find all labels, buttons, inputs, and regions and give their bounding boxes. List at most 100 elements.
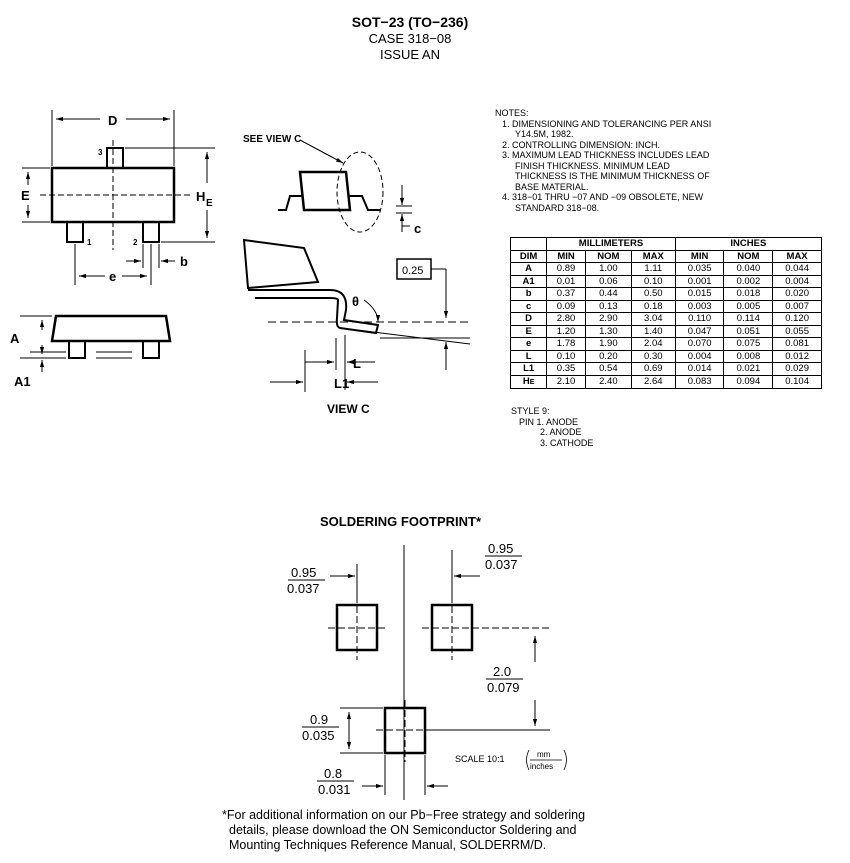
value-cell: 0.007 (772, 299, 822, 313)
side-view: A A1 (10, 314, 172, 389)
value-cell: 0.44 (584, 287, 632, 301)
value-cell: 1.00 (584, 262, 632, 276)
value-cell: 0.110 (674, 312, 725, 326)
value-cell: 0.004 (772, 274, 822, 288)
value-cell: 0.20 (584, 349, 632, 363)
dim-cell: b (509, 287, 548, 301)
style-heading: STYLE 9: (511, 406, 550, 416)
value-cell: 0.18 (630, 299, 676, 313)
value-cell: 0.30 (630, 349, 676, 363)
value-cell: 0.002 (723, 274, 774, 288)
dim-cell: c (509, 299, 548, 313)
value-cell: 1.30 (584, 324, 632, 338)
note-line: BASE MATERIAL. (515, 181, 589, 192)
fp-dim4-in: 0.035 (302, 728, 335, 743)
value-cell: 1.78 (546, 337, 586, 351)
unit-mm: mm (537, 750, 551, 759)
value-cell: 0.094 (723, 374, 774, 389)
view-c-label: VIEW C (327, 402, 370, 416)
value-cell: 0.018 (723, 287, 774, 301)
value-cell: 0.001 (674, 274, 725, 288)
footprint-title: SOLDERING FOOTPRINT* (320, 514, 482, 529)
value-cell: 0.044 (772, 262, 822, 276)
style-pin: PIN 1. ANODE (519, 416, 579, 427)
pin-1-label: 1 (87, 238, 92, 247)
value-cell: 0.50 (630, 287, 676, 301)
value-cell: 0.029 (772, 362, 822, 376)
value-cell: 3.04 (630, 312, 676, 326)
value-cell: 0.021 (723, 362, 774, 376)
footnote-line: details, please download the ON Semicond… (229, 823, 577, 837)
case-number: CASE 318−08 (368, 31, 452, 46)
pin-3-label: 3 (98, 148, 103, 157)
column-header: MIN (674, 249, 725, 263)
value-cell: 2.10 (546, 374, 586, 389)
group-millimeters: MILLIMETERS (546, 237, 676, 251)
note-line: 2. CONTROLLING DIMENSION: INCH. (502, 139, 661, 150)
gauge-plane-label: 0.25 (402, 265, 423, 277)
value-cell: 0.014 (674, 362, 725, 376)
value-cell: 0.020 (772, 287, 822, 301)
value-cell: 0.008 (723, 349, 774, 363)
value-cell: 0.070 (674, 337, 725, 351)
notes-heading: NOTES: (495, 108, 529, 118)
value-cell: 0.040 (723, 262, 774, 276)
theta-label: θ (352, 294, 359, 309)
dim-cell: E (509, 324, 548, 338)
value-cell: 0.015 (674, 287, 725, 301)
value-cell: 0.081 (772, 337, 822, 351)
value-cell: 0.083 (674, 374, 725, 389)
note-line: Y14.5M, 1982. (515, 129, 574, 139)
column-header: MAX (630, 249, 676, 263)
note-line: STANDARD 318−08. (515, 202, 600, 213)
pin-2-label: 2 (133, 238, 138, 247)
column-header: NOM (723, 249, 774, 263)
soldering-footprint: 0.95 0.037 0.95 0.037 2.0 0.079 0.9 0.03… (287, 541, 567, 800)
value-cell: 0.35 (546, 362, 586, 376)
style-pin: 3. CATHODE (540, 437, 594, 448)
value-cell: 2.80 (546, 312, 586, 326)
value-cell: 2.64 (630, 374, 676, 389)
column-header: DIM (509, 249, 548, 263)
dim-label-he-sub: E (206, 198, 213, 209)
value-cell: 0.012 (772, 349, 822, 363)
scale-label: SCALE 10:1 (455, 754, 505, 764)
group-inches: INCHES (674, 237, 823, 251)
value-cell: 2.40 (584, 374, 632, 389)
issue-label: ISSUE AN (380, 47, 440, 62)
value-cell: 0.69 (630, 362, 676, 376)
dim-label-a: A (10, 331, 20, 346)
value-cell: 0.54 (584, 362, 632, 376)
value-cell: 0.01 (546, 274, 586, 288)
fp-dim3-in: 0.079 (487, 680, 520, 695)
value-cell: 0.114 (723, 312, 774, 326)
top-view: D E H E e b 3 1 2 (21, 110, 215, 285)
style-block: STYLE 9: PIN 1. ANODE 2. ANODE 3. CATHOD… (511, 406, 593, 448)
package-title: SOT−23 (TO−236) (351, 14, 469, 30)
dim-label-b: b (180, 254, 188, 269)
value-cell: 0.005 (723, 299, 774, 313)
fp-dim1-in: 0.037 (287, 581, 320, 596)
unit-inches: inches (530, 762, 553, 771)
value-cell: 0.13 (584, 299, 632, 313)
footnote-line: Mounting Techniques Reference Manual, SO… (229, 838, 547, 852)
dim-label-e-body: E (21, 188, 30, 203)
value-cell: 1.11 (630, 262, 676, 276)
value-cell: 0.120 (772, 312, 822, 326)
note-line: 4. 318−01 THRU −07 AND −09 OBSOLETE, NEW (502, 192, 704, 202)
value-cell: 0.035 (674, 262, 725, 276)
value-cell: 0.37 (546, 287, 586, 301)
value-cell: 0.055 (772, 324, 822, 338)
dim-cell: L1 (509, 362, 548, 376)
value-cell: 1.20 (546, 324, 586, 338)
dim-cell: L (509, 349, 548, 363)
fp-dim1-mm: 0.95 (291, 565, 316, 580)
note-line: 1. DIMENSIONING AND TOLERANCING PER ANSI (502, 118, 712, 129)
note-line: THICKNESS IS THE MINIMUM THICKNESS OF (515, 171, 710, 181)
view-c-detail: 0.25 θ L L1 VIEW C (242, 238, 471, 416)
